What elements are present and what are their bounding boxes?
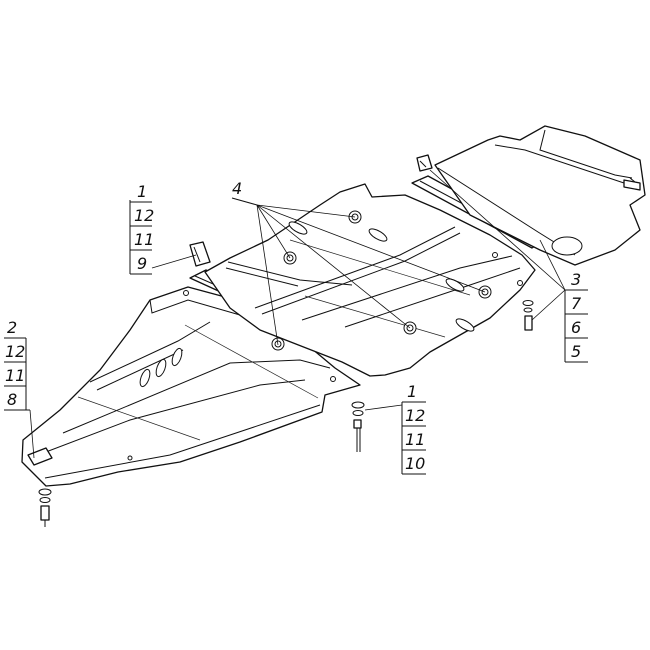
callout-label: 3 (571, 270, 581, 289)
bolt-stack-bottom (351, 401, 365, 452)
callout-label: 11 (134, 230, 154, 249)
rear-skid-plate (434, 125, 646, 266)
bolt-stack-left (38, 488, 52, 527)
callout-label: 11 (405, 430, 425, 449)
callout-center: 4 (231, 179, 258, 206)
bracket-top-left (189, 241, 211, 267)
callout-label: 6 (571, 318, 581, 337)
callout-label: 9 (137, 254, 147, 273)
callout-label: 2 (7, 318, 17, 337)
callout-label: 11 (5, 366, 25, 385)
callout-label: 5 (571, 342, 581, 361)
callout-label: 8 (7, 390, 17, 409)
callout-label: 7 (571, 294, 582, 313)
callout-bottom: 1 12 11 10 (401, 382, 426, 475)
callout-left: 2 12 11 8 (4, 318, 30, 411)
callout-label: 12 (405, 406, 425, 425)
bolt-stack-right (522, 300, 534, 331)
callout-right: 3 7 6 5 (564, 270, 588, 363)
leader-lines (29, 169, 566, 459)
callout-label: 12 (134, 206, 154, 225)
callout-label: 10 (405, 454, 425, 473)
callout-label: 12 (5, 342, 25, 361)
callout-label: 4 (232, 179, 242, 198)
bracket-top (416, 154, 433, 172)
callout-label: 1 (407, 382, 417, 401)
callout-label: 1 (137, 182, 147, 201)
callout-top-left: 1 12 11 9 (129, 182, 154, 275)
